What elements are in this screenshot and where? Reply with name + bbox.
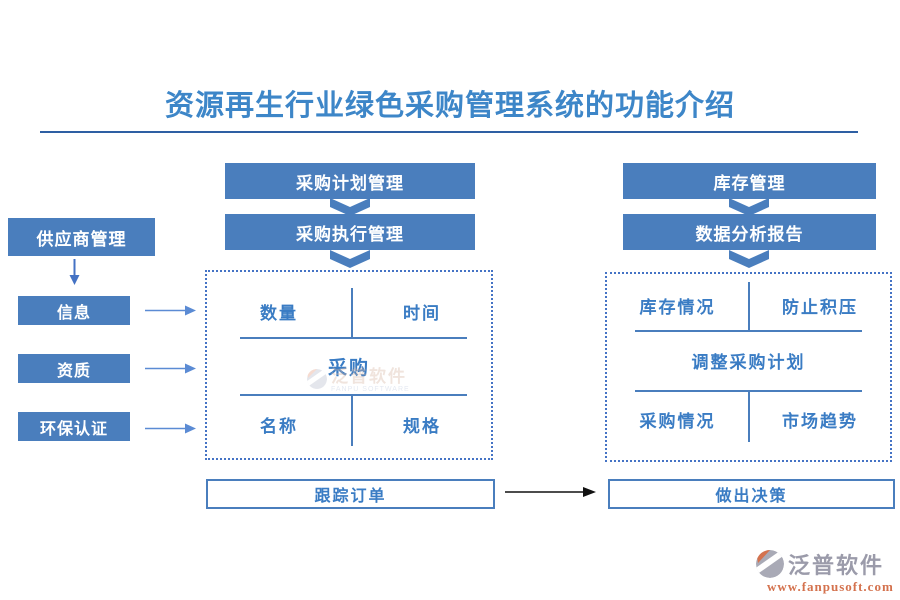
arrow-right-icon [145,305,196,316]
supplier-management-box: 供应商管理 [8,218,155,256]
supplier-eco-cert-box: 环保认证 [18,412,130,441]
page-title: 资源再生行业绿色采购管理系统的功能介绍 [164,90,735,122]
track-orders-box: 跟踪订单 [206,479,495,509]
procurement-detail-panel [205,270,493,460]
brand-logo: 泛普软件 www.fanpusoft.com [755,548,900,595]
supplier-info-box: 信息 [18,296,130,325]
fanpu-logo-icon [307,369,327,389]
cell-name: 名称 [260,416,298,436]
divider [240,394,467,396]
fanpu-logo-icon [756,550,784,578]
divider [748,282,750,331]
chevron-down-icon [330,198,370,216]
arrow-right-icon [505,487,596,497]
divider [240,337,467,339]
divider [351,288,353,338]
arrow-right-icon [145,363,196,374]
chevron-down-icon [729,198,769,216]
watermark: 泛普软件 FANPU SOFTWARE [306,368,410,393]
inventory-management-box: 库存管理 [623,163,876,199]
watermark-name: 泛普软件 [331,367,407,386]
supplier-qualification-box: 资质 [18,354,130,383]
procurement-exec-box: 采购执行管理 [225,214,475,250]
make-decision-box: 做出决策 [608,479,895,509]
cell-quantity: 数量 [260,303,298,323]
divider [635,390,862,392]
title-divider [40,131,858,133]
arrow-down-icon [69,259,80,285]
watermark-subtitle: FANPU SOFTWARE [331,386,410,393]
cell-spec: 规格 [403,416,441,436]
brand-name: 泛普软件 [788,553,885,578]
cell-time: 时间 [403,303,441,323]
cell-procurement-status: 采购情况 [639,411,716,431]
brand-url: www.fanpusoft.com [767,579,894,594]
cell-procurement: 采购 [327,357,370,379]
procurement-plan-box: 采购计划管理 [225,163,475,199]
divider [748,392,750,442]
divider [635,330,862,332]
data-analysis-box: 数据分析报告 [623,214,876,250]
cell-market-trend: 市场趋势 [782,411,858,431]
divider [351,396,353,446]
arrow-right-icon [145,423,196,434]
cell-adjust-plan: 调整采购计划 [691,352,806,372]
chevron-down-icon [330,250,370,268]
chevron-down-icon [729,250,769,268]
cell-prevent-backlog: 防止积压 [782,297,858,317]
cell-inventory-status: 库存情况 [639,297,716,317]
